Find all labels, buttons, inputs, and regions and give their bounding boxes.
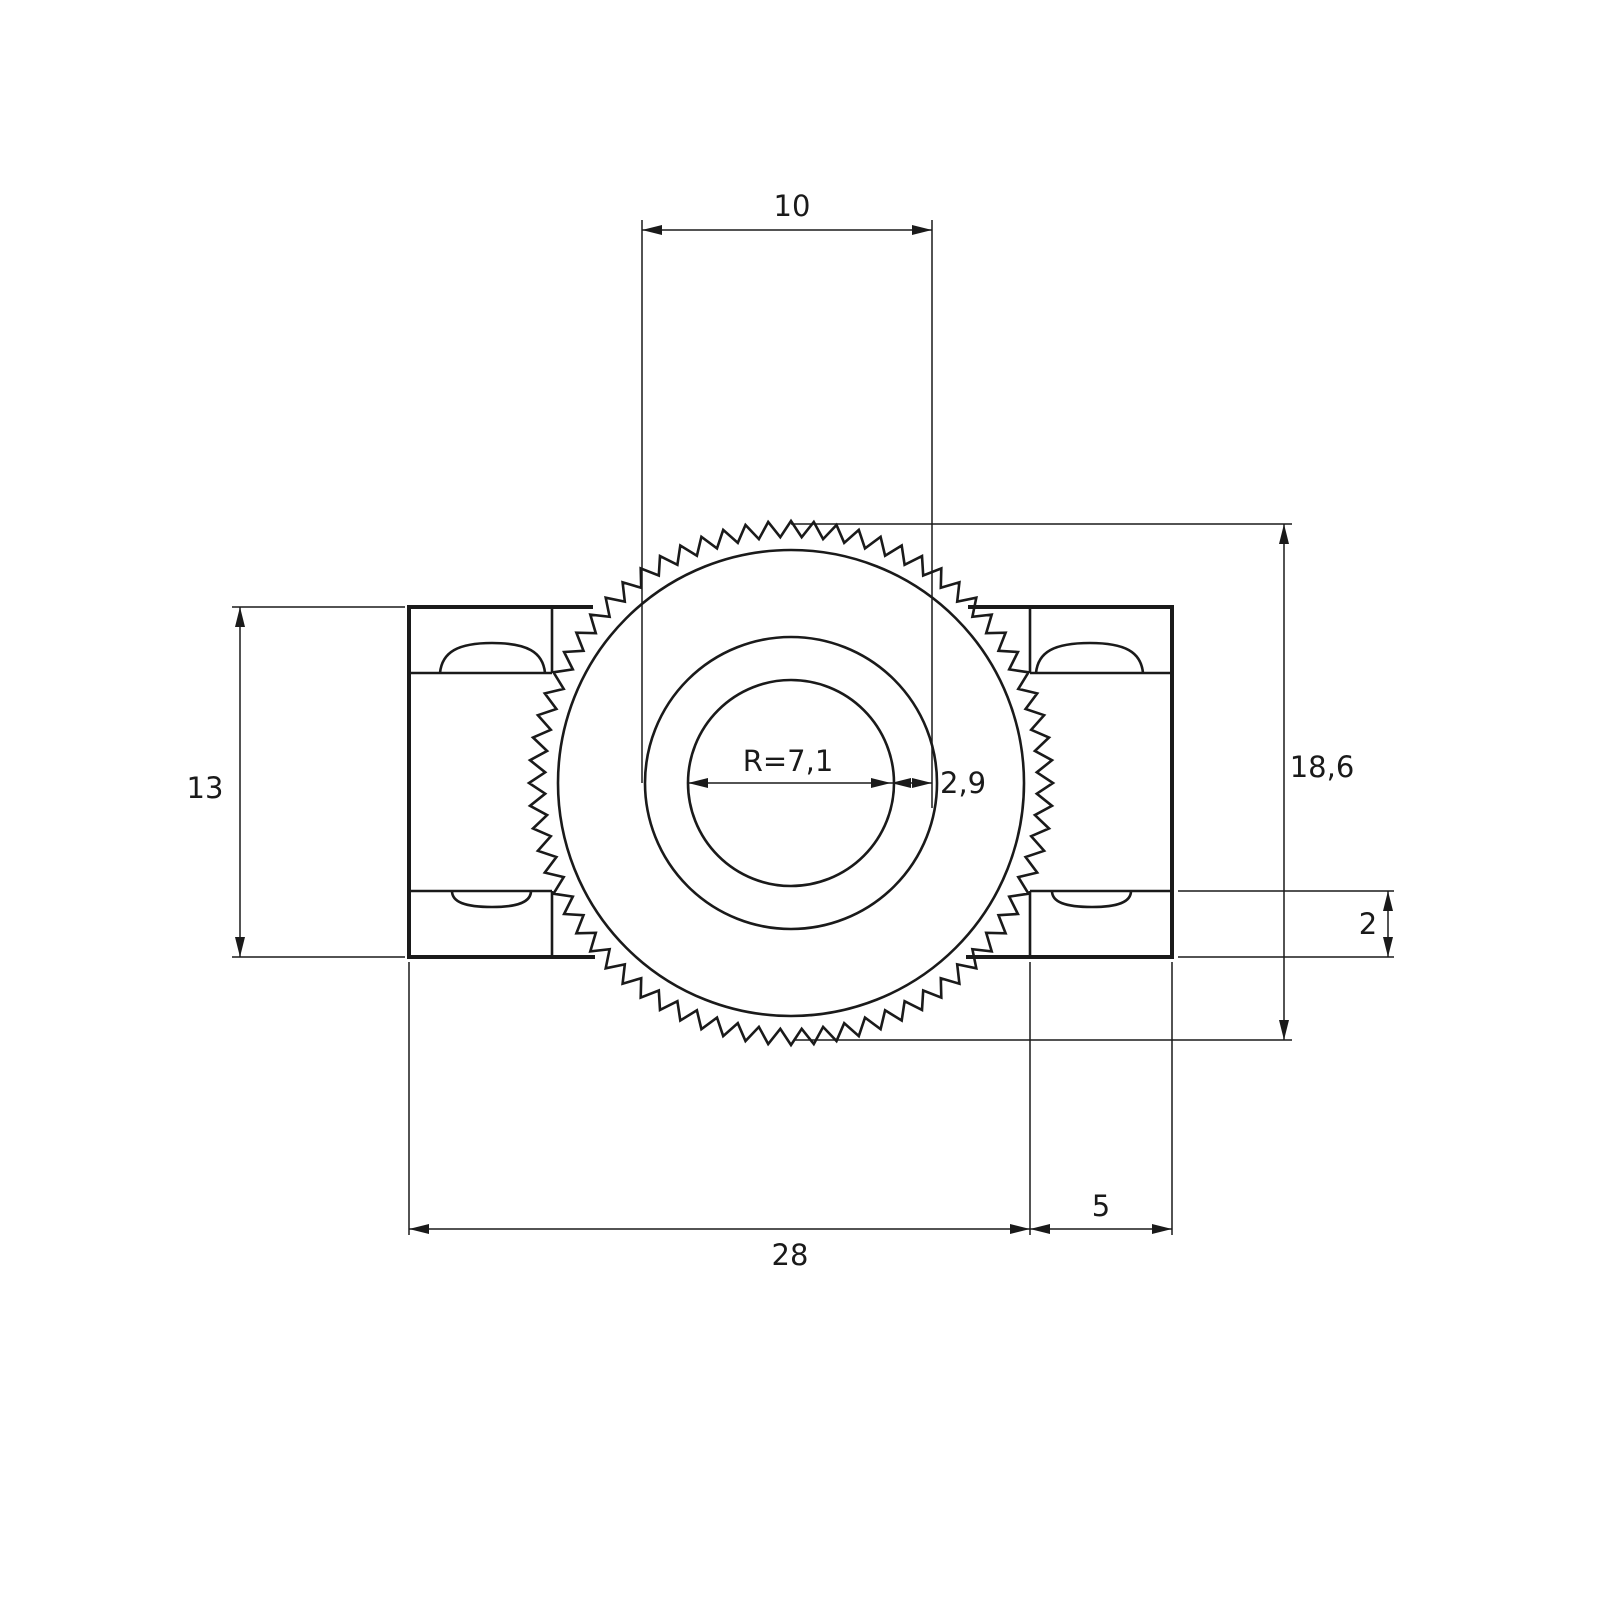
dimension-slot-height: 2 bbox=[1178, 890, 1394, 958]
dimension-label-wall: 2,9 bbox=[940, 766, 986, 800]
dimension-label-radius: R=7,1 bbox=[743, 744, 834, 778]
dimension-wall: 2,9 bbox=[891, 766, 986, 800]
right-block-outline bbox=[966, 605, 1174, 959]
outer-disc bbox=[556, 548, 1026, 1018]
dimension-radius: R=7,1 bbox=[688, 744, 891, 788]
right-top-slot-icon bbox=[1034, 641, 1145, 674]
dimension-label-18-6: 18,6 bbox=[1290, 750, 1355, 784]
dimension-label-5: 5 bbox=[1092, 1189, 1110, 1223]
dimension-right-height: 18,6 bbox=[791, 523, 1355, 1041]
left-block-outline bbox=[407, 605, 595, 959]
left-bottom-slot-icon bbox=[450, 890, 533, 909]
dimension-bottom: 28 5 bbox=[408, 962, 1173, 1272]
dimension-label-13: 13 bbox=[187, 771, 224, 805]
dimension-left-height: 13 bbox=[187, 606, 405, 958]
bore-ring bbox=[643, 635, 939, 931]
knurled-ring bbox=[526, 518, 1056, 1048]
dimension-label-10: 10 bbox=[774, 189, 811, 223]
dimension-label-2: 2 bbox=[1359, 907, 1377, 941]
right-bottom-slot-icon bbox=[1050, 890, 1133, 909]
dimension-label-28: 28 bbox=[772, 1238, 809, 1272]
dimension-top-width: 10 bbox=[641, 189, 933, 808]
left-top-slot-icon bbox=[438, 641, 547, 674]
